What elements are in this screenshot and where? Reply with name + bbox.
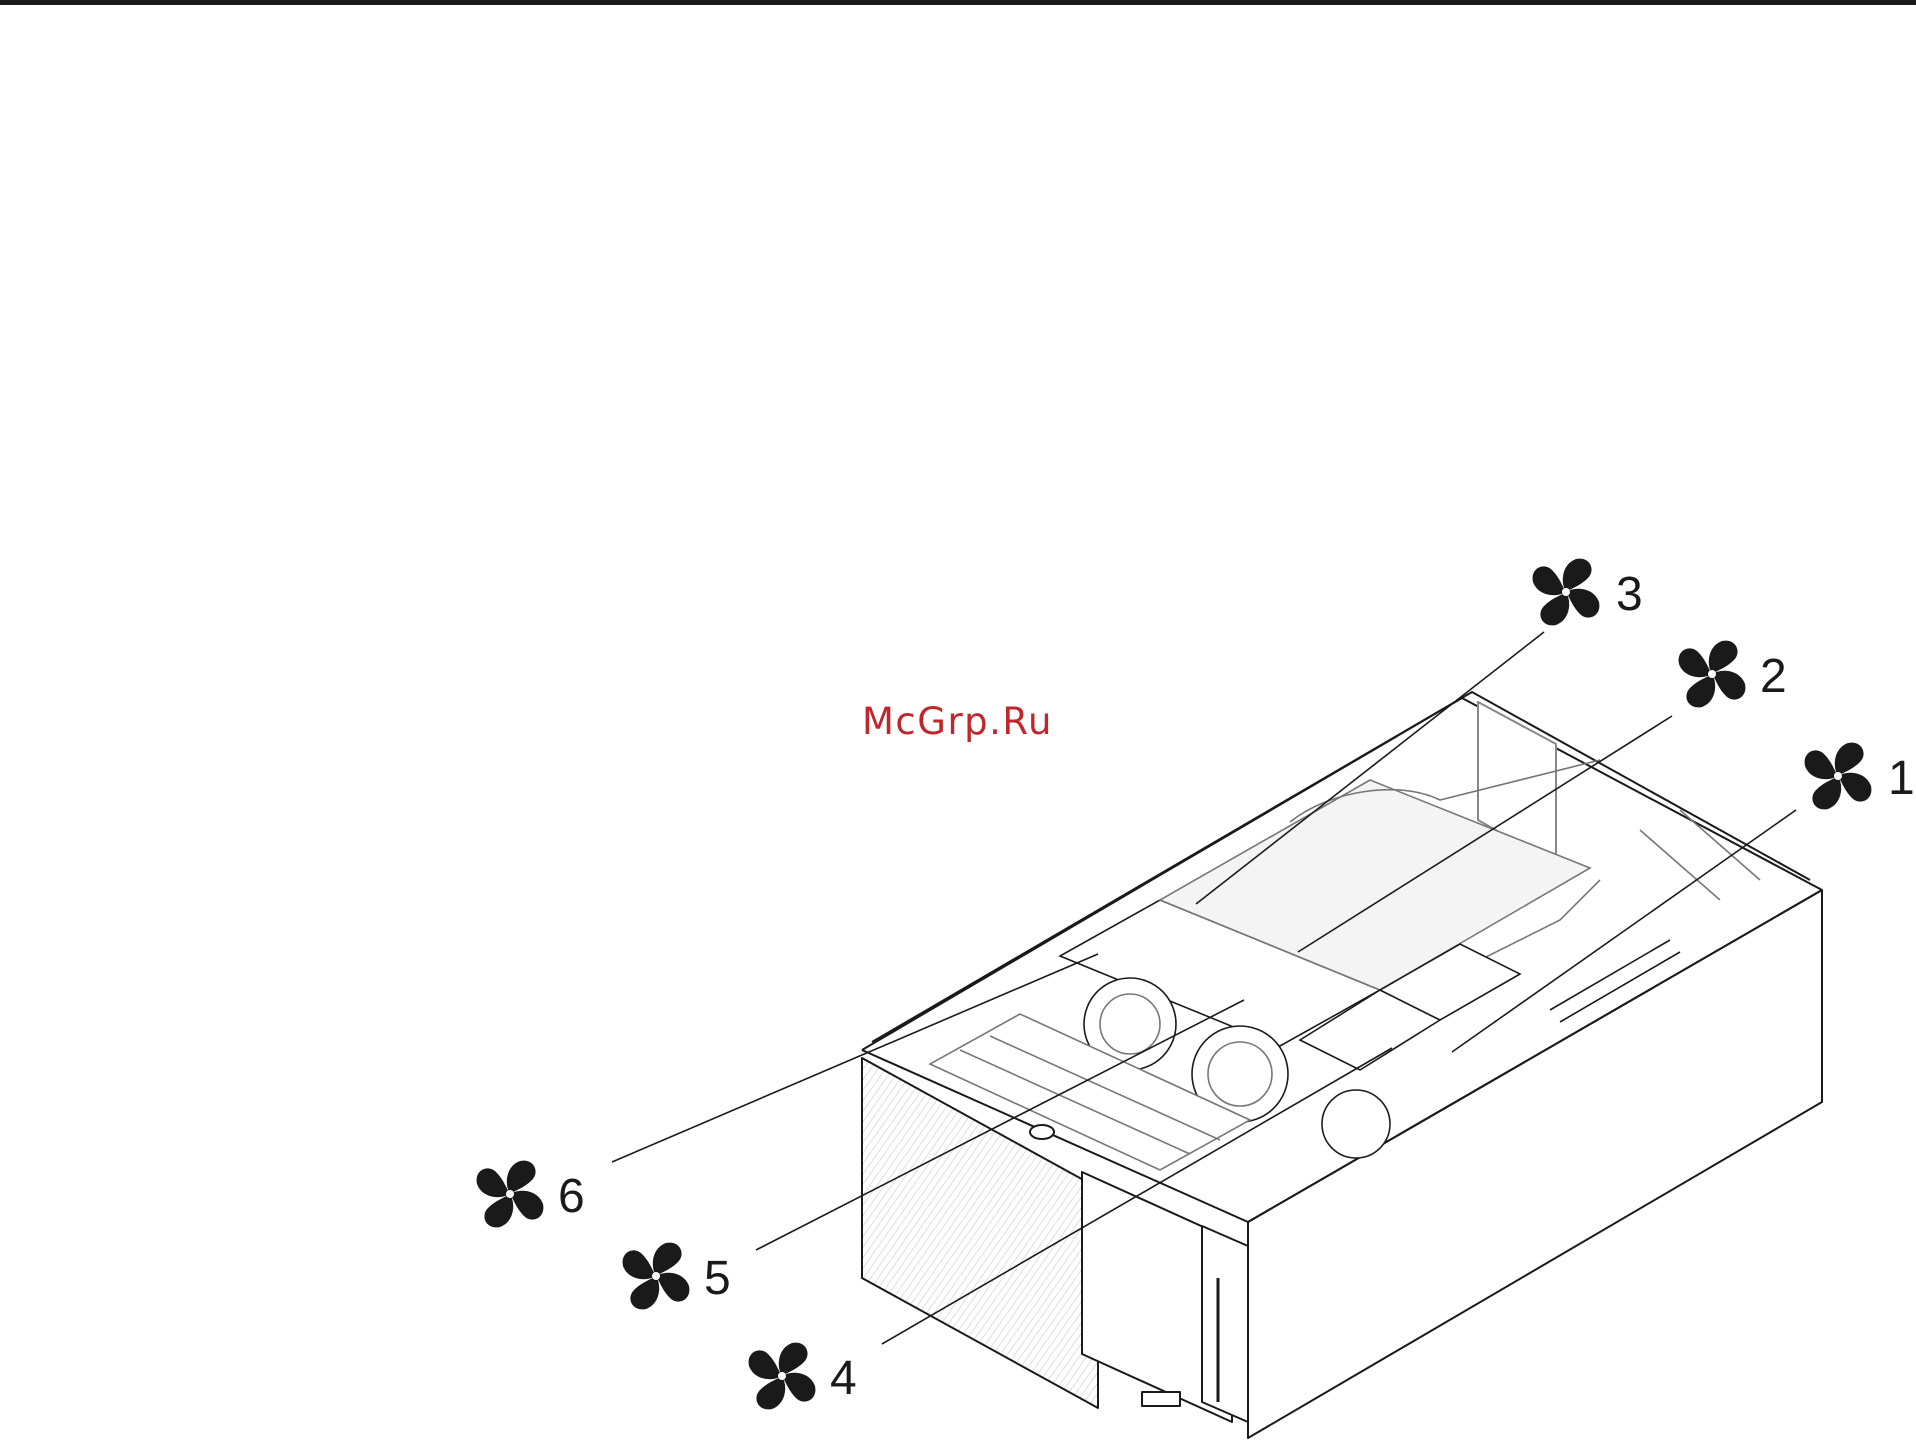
fan-icon [749,1343,816,1410]
fan-icon [1533,559,1600,626]
callout-number: 2 [1760,650,1787,703]
fan-icon [623,1243,690,1310]
callout-4: 4 [749,1343,857,1410]
watermark: McGrp.Ru [862,700,1053,743]
fan-icon [1805,743,1872,810]
fan-4-housing [1322,1090,1390,1158]
callout-1: 1 [1805,743,1915,810]
callout-3: 3 [1533,559,1643,626]
fan-icon [477,1161,544,1228]
fan-icon [1679,641,1746,708]
callout-number: 5 [704,1252,731,1305]
callout-5: 5 [623,1243,731,1310]
callout-2: 2 [1679,641,1787,708]
callout-number: 1 [1888,752,1915,805]
callout-6: 6 [477,1161,585,1228]
callout-number: 6 [558,1170,585,1223]
callout-number: 3 [1616,568,1643,621]
callout-number: 4 [830,1352,857,1405]
